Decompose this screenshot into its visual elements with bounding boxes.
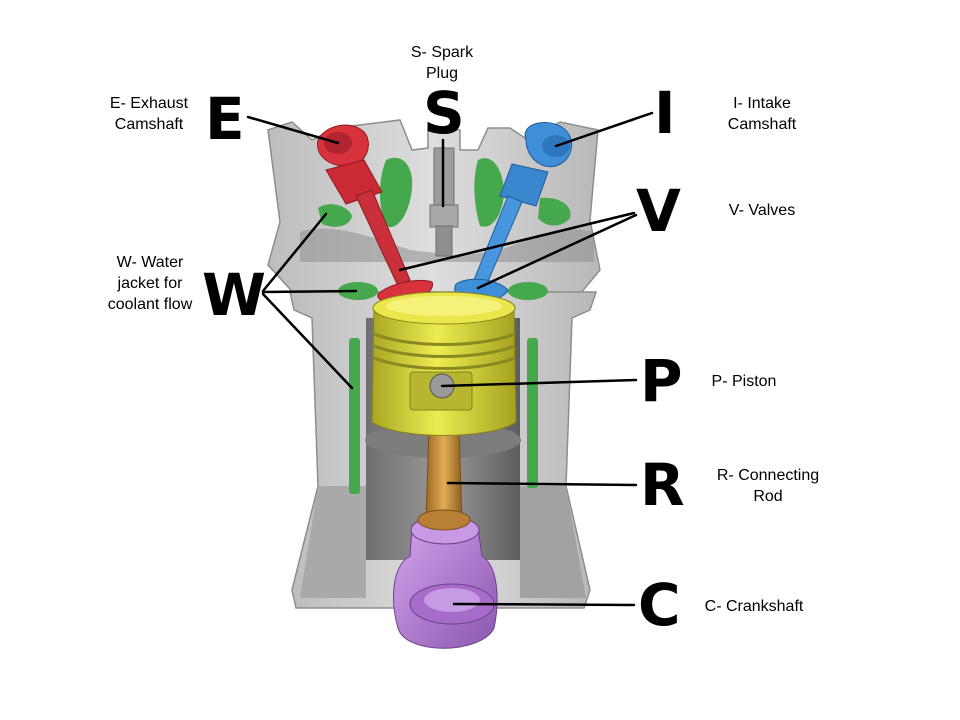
leader-exhaust-camshaft (246, 115, 340, 145)
caption-exhaust-camshaft: E- Exhaust Camshaft (100, 93, 198, 135)
caption-piston: P- Piston (702, 371, 786, 392)
leader-water-lower (261, 292, 354, 390)
caption-spark-plug: S- Spark Plug (394, 42, 490, 84)
callout-letter-p: P (640, 347, 683, 415)
caption-line: Plug (425, 65, 459, 82)
callout-letter-s: S (423, 79, 465, 147)
caption-line: R- Connecting (716, 467, 820, 484)
caption-line: W- Water (116, 254, 184, 271)
leader-piston (440, 378, 638, 388)
caption-line: E- Exhaust (109, 95, 189, 112)
leader-crankshaft (452, 602, 636, 607)
caption-connecting-rod: R- Connecting Rod (704, 465, 832, 507)
callout-letter-r: R (640, 451, 685, 519)
callout-letter-e: E (205, 85, 245, 153)
caption-line: P- Piston (711, 373, 777, 390)
caption-line: C- Crankshaft (704, 598, 804, 615)
intake-camshaft-and-valve (454, 122, 572, 303)
caption-line: coolant flow (107, 296, 193, 313)
caption-line: S- Spark (410, 44, 474, 61)
callout-letter-i: I (654, 79, 676, 147)
caption-water-jacket: W- Water jacket for coolant flow (96, 252, 204, 315)
leader-water-upper (261, 212, 328, 293)
callout-letter-v: V (636, 177, 681, 245)
leader-water-middle (261, 289, 358, 294)
caption-line: V- Valves (728, 202, 796, 219)
caption-valves: V- Valves (712, 200, 812, 221)
caption-line: jacket for (117, 275, 183, 292)
caption-line: I- Intake (733, 95, 791, 112)
piston (371, 291, 517, 436)
leader-intake-camshaft (554, 111, 654, 148)
leader-lines (246, 111, 654, 607)
caption-line: Camshaft (727, 116, 797, 133)
caption-line: Rod (753, 488, 783, 505)
callout-letter-c: C (638, 571, 681, 639)
leader-connecting-rod (446, 481, 638, 487)
leader-valve-intake (476, 213, 638, 290)
caption-intake-camshaft: I- Intake Camshaft (712, 93, 812, 135)
caption-line: Camshaft (114, 116, 184, 133)
leader-valve-exhaust (398, 211, 636, 272)
callout-letter-w: W (202, 261, 266, 329)
water-jackets (318, 157, 571, 494)
caption-crankshaft: C- Crankshaft (694, 596, 814, 617)
